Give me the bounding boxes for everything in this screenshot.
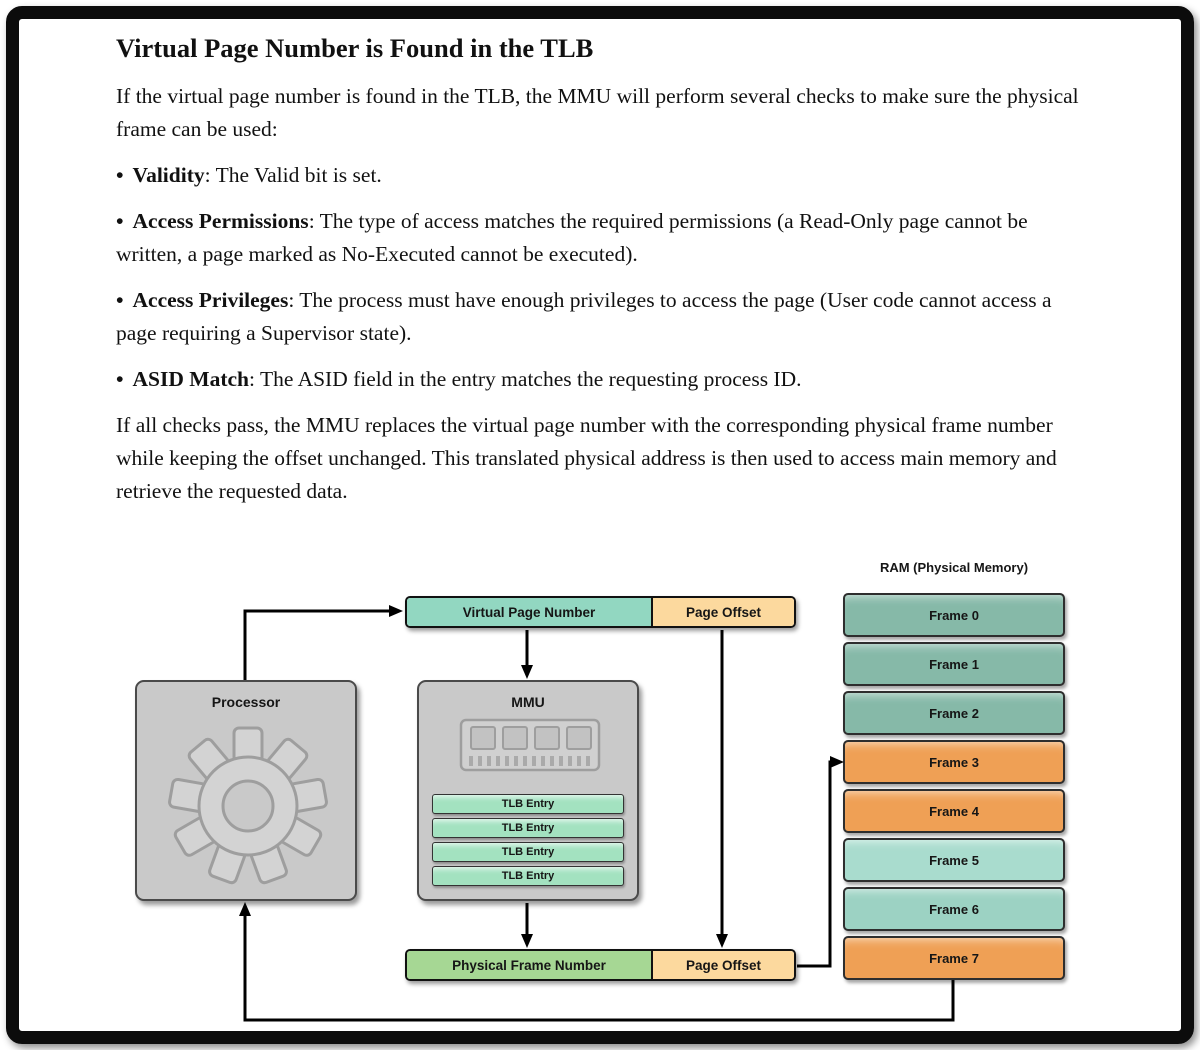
bullet-validity: • Validity: The Valid bit is set.	[116, 159, 1082, 192]
bullet-icon: •	[116, 288, 124, 312]
bullet-text: : The process must have enough privilege…	[116, 288, 1052, 345]
bullet-asid-match: • ASID Match: The ASID field in the entry…	[116, 363, 1082, 396]
bullet-icon: •	[116, 367, 124, 391]
processor-label: Processor	[211, 694, 281, 710]
bullet-text: : The ASID field in the entry matches th…	[249, 367, 802, 391]
ram-frame-7: Frame 7	[843, 936, 1065, 980]
bullet-term: Access Privileges	[132, 288, 289, 312]
ram-frame-0: Frame 0	[843, 593, 1065, 637]
tlb-entry: TLB Entry	[432, 842, 624, 862]
tlb-entry-list: TLB Entry TLB Entry TLB Entry TLB Entry	[432, 794, 624, 886]
ram-frame-3: Frame 3	[843, 740, 1065, 784]
page-offset-field-bottom: Page Offset	[653, 951, 794, 979]
bullet-term: ASID Match	[132, 367, 249, 391]
page-title: Virtual Page Number is Found in the TLB	[116, 33, 594, 63]
tlb-entry: TLB Entry	[432, 794, 624, 814]
bullet-access-permissions: • Access Permissions: The type of access …	[116, 205, 1082, 271]
processor-box: Processor	[135, 680, 357, 901]
bullet-text: : The type of access matches the require…	[116, 209, 1028, 266]
virtual-page-number-field: Virtual Page Number	[407, 598, 653, 626]
page-offset-field-top: Page Offset	[653, 598, 794, 626]
virtual-address-box: Virtual Page Number Page Offset	[405, 596, 796, 628]
ram-frame-6: Frame 6	[843, 887, 1065, 931]
document-text: Virtual Page Number is Found in the TLB …	[116, 32, 1082, 521]
mmu-label: MMU	[511, 694, 545, 710]
memory-chip-icon	[459, 718, 601, 772]
physical-frame-number-field: Physical Frame Number	[407, 951, 653, 979]
ram-frame-1: Frame 1	[843, 642, 1065, 686]
bullet-text: : The Valid bit is set.	[204, 163, 382, 187]
ram-column: Frame 0 Frame 1 Frame 2 Frame 3 Frame 4 …	[843, 593, 1065, 980]
intro-paragraph: If the virtual page number is found in t…	[116, 84, 1079, 141]
ram-frame-5: Frame 5	[843, 838, 1065, 882]
bullet-access-privileges: • Access Privileges: The process must hav…	[116, 284, 1082, 350]
physical-address-box: Physical Frame Number Page Offset	[405, 949, 796, 981]
bullet-icon: •	[116, 209, 124, 233]
tlb-entry: TLB Entry	[432, 818, 624, 838]
ram-frame-2: Frame 2	[843, 691, 1065, 735]
bullet-term: Validity	[132, 163, 205, 187]
ram-label: RAM (Physical Memory)	[879, 560, 1029, 575]
ram-frame-4: Frame 4	[843, 789, 1065, 833]
bullet-icon: •	[116, 163, 124, 187]
tlb-entry: TLB Entry	[432, 866, 624, 886]
mmu-box: MMU T	[417, 680, 639, 901]
outro-paragraph: If all checks pass, the MMU replaces the…	[116, 413, 1057, 503]
gear-icon	[168, 726, 328, 885]
bullet-term: Access Permissions	[132, 209, 309, 233]
